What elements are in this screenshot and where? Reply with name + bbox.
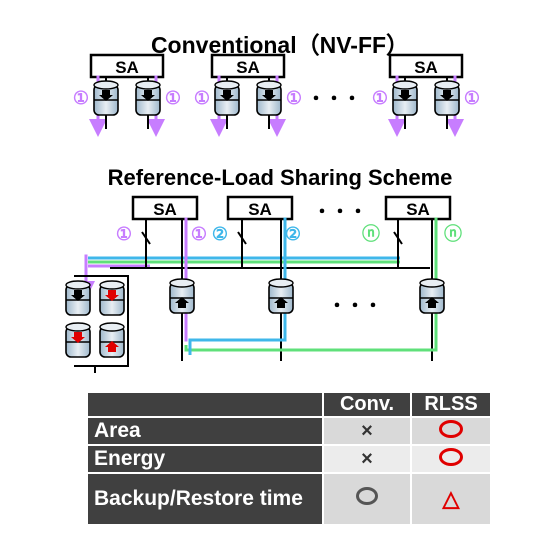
comparison-table: Conv. RLSS Area × Energy × Backup/Restor… (86, 391, 492, 526)
mtj-top (419, 278, 445, 288)
down-arrow-icon (99, 90, 113, 101)
red-circle-icon (439, 420, 463, 438)
gray-circle-icon (356, 487, 378, 505)
path-marker: ⓝ (362, 223, 380, 244)
path-marker: ① (464, 88, 480, 108)
path-marker: ① (116, 224, 132, 244)
mtj-top (434, 80, 460, 90)
down-arrow-icon (440, 90, 454, 101)
table-row-area: Area × (86, 416, 492, 446)
mtj-top (214, 80, 240, 90)
down-arrow-icon (105, 290, 119, 301)
sense-amplifier-label: SA (115, 58, 139, 77)
energy-rlss-value (410, 444, 492, 474)
mtj-top (65, 280, 91, 290)
backup-conv-value (322, 472, 412, 526)
down-arrow-icon (141, 90, 155, 101)
sense-amplifier-box (131, 195, 199, 221)
table-row-energy: Energy × (86, 444, 492, 474)
table-header-row: Conv. RLSS (86, 391, 492, 418)
sense-amplifier-box (384, 195, 452, 221)
down-arrow-icon (262, 90, 276, 101)
blue-return (188, 320, 287, 355)
mtj-top (93, 80, 119, 90)
ellipsis: ・・・ (313, 202, 367, 222)
sense-amplifier-label: SA (248, 200, 272, 219)
path-marker: ⓝ (444, 223, 462, 244)
mtj-top (392, 80, 418, 90)
path-marker: ① (194, 88, 210, 108)
path-marker: ① (286, 88, 302, 108)
down-arrow-icon (398, 90, 412, 101)
reference-cluster-frame (74, 275, 129, 367)
table-header-rlss: RLSS (410, 391, 492, 418)
mtj-top (268, 278, 294, 288)
mtj-top (99, 280, 125, 290)
path-marker: ① (372, 88, 388, 108)
sense-amplifier-label: SA (406, 200, 430, 219)
table-header-conv: Conv. (322, 391, 412, 418)
down-arrow-icon (220, 90, 234, 101)
mtj-top (135, 80, 161, 90)
red-circle-icon (439, 448, 463, 466)
row-label-backup: Backup/Restore time (86, 472, 324, 526)
row-label-area: Area (86, 416, 324, 446)
table-header-blank (86, 391, 324, 418)
down-arrow-icon (71, 332, 85, 343)
energy-conv-value: × (322, 444, 412, 474)
up-arrow-icon (274, 297, 288, 308)
mtj-top (65, 322, 91, 332)
mtj-top (99, 322, 125, 332)
path-marker: ② (285, 224, 301, 244)
path-marker: ① (191, 224, 207, 244)
ellipsis: ・・・ (307, 89, 361, 109)
up-arrow-icon (175, 297, 189, 308)
path-marker: ① (73, 88, 89, 108)
sense-amplifier-box (210, 53, 286, 79)
sense-amplifier-box (226, 195, 294, 221)
table-row-backup: Backup/Restore time △ (86, 472, 492, 526)
conventional-title: Conventional（NV-FF） (150, 32, 410, 58)
switch-icon (141, 231, 151, 245)
backup-rlss-value: △ (410, 472, 492, 526)
switch-icon (393, 231, 403, 245)
rlss-title: Reference-Load Sharing Scheme (107, 165, 453, 190)
ellipsis: ・・・ (328, 296, 382, 316)
sense-amplifier-box (388, 53, 464, 79)
green-return (184, 330, 438, 352)
mtj-top (169, 278, 195, 288)
area-rlss-value (410, 416, 492, 446)
area-conv-value: × (322, 416, 412, 446)
sense-amplifier-label: SA (414, 58, 438, 77)
up-arrow-icon (425, 297, 439, 308)
row-label-energy: Energy (86, 444, 324, 474)
mtj-top (256, 80, 282, 90)
switch-icon (237, 231, 247, 245)
path-marker: ② (212, 224, 228, 244)
sense-amplifier-label: SA (153, 200, 177, 219)
down-arrow-icon (71, 290, 85, 301)
path-marker: ① (165, 88, 181, 108)
sense-amplifier-label: SA (236, 58, 260, 77)
up-arrow-icon (105, 341, 119, 352)
sense-amplifier-box (89, 53, 165, 79)
